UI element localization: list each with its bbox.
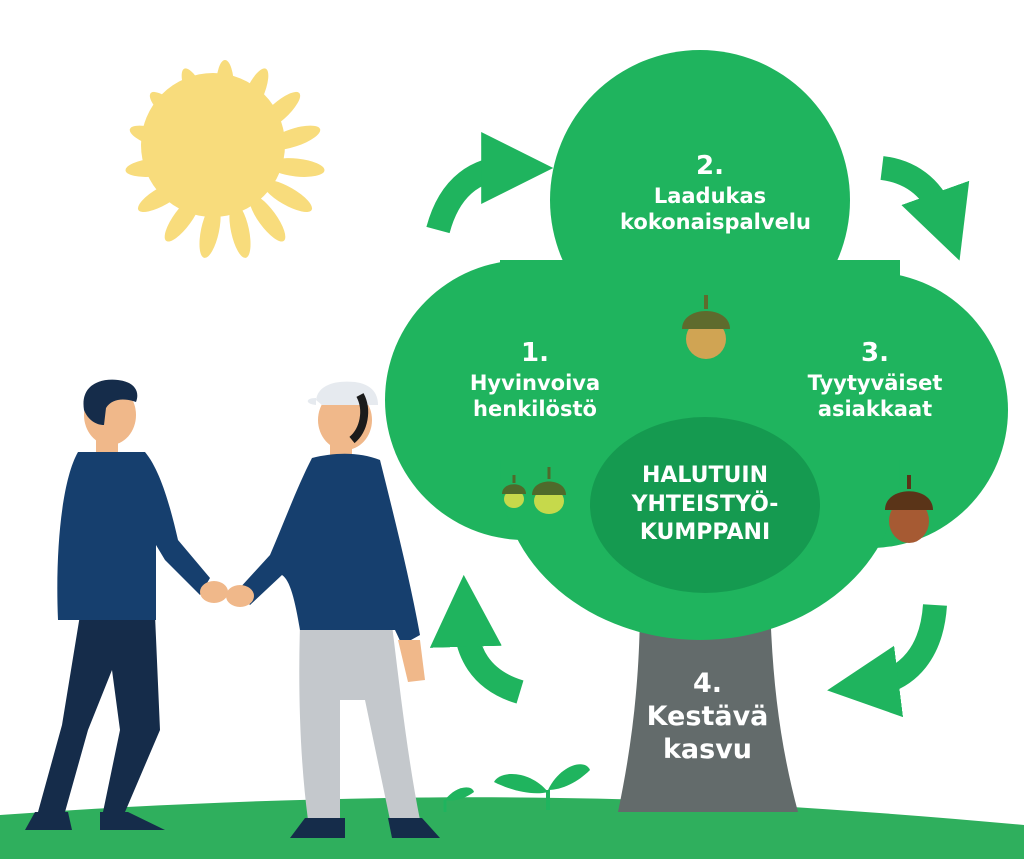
core-line-3: KUMPPANI: [639, 520, 771, 546]
stage-2-line-1: Laadukas: [653, 183, 767, 208]
stage-3-label: 3. Tyytyväiset asiakkaat: [790, 337, 960, 422]
core-label: HALUTUIN YHTEISTYÖ- KUMPPANI: [605, 462, 805, 548]
stage-1-label: 1. Hyvinvoiva henkilöstö: [445, 337, 625, 422]
core-ellipse: [590, 417, 820, 593]
stage-1-line-1: Hyvinvoiva: [469, 370, 601, 395]
person-right: [226, 381, 440, 838]
stage-4-label: 4. Kestävä kasvu: [620, 668, 795, 767]
acorn-icon: [682, 295, 730, 359]
stage-2-number: 2.: [696, 151, 724, 181]
cycle-arrow-top-left: [426, 132, 554, 234]
stage-3-line-1: Tyytyväiset: [807, 370, 943, 395]
cycle-arrow-bottom-left: [429, 574, 524, 704]
acorn-icon: [885, 475, 933, 543]
stage-3-number: 3.: [861, 338, 889, 368]
acorn-icon: [502, 475, 526, 508]
ground: [0, 797, 1024, 859]
stage-2-label: 2. Laadukas kokonaispalvelu: [620, 150, 811, 235]
stage-1-line-2: henkilöstö: [473, 396, 597, 421]
cycle-arrow-bottom-right: [827, 603, 947, 718]
sprout-icon: [494, 764, 590, 810]
core-line-2: YHTEISTYÖ-: [631, 491, 779, 517]
stage-2-line-2: kokonaispalvelu: [620, 209, 811, 234]
core-line-1: HALUTUIN: [641, 463, 768, 488]
acorn-icon: [532, 467, 566, 514]
cycle-arrow-top-right: [880, 156, 970, 261]
sprout-icon: [443, 787, 474, 812]
sun-icon: [125, 60, 325, 258]
stage-4-line-1: Kestävä: [646, 700, 769, 732]
tree-trunk: [618, 600, 798, 812]
person-left: [25, 379, 228, 830]
stage-4-line-2: kasvu: [662, 733, 753, 765]
stage-1-number: 1.: [521, 338, 549, 368]
stage-4-number: 4.: [692, 668, 723, 699]
stage-3-line-2: asiakkaat: [817, 396, 933, 421]
